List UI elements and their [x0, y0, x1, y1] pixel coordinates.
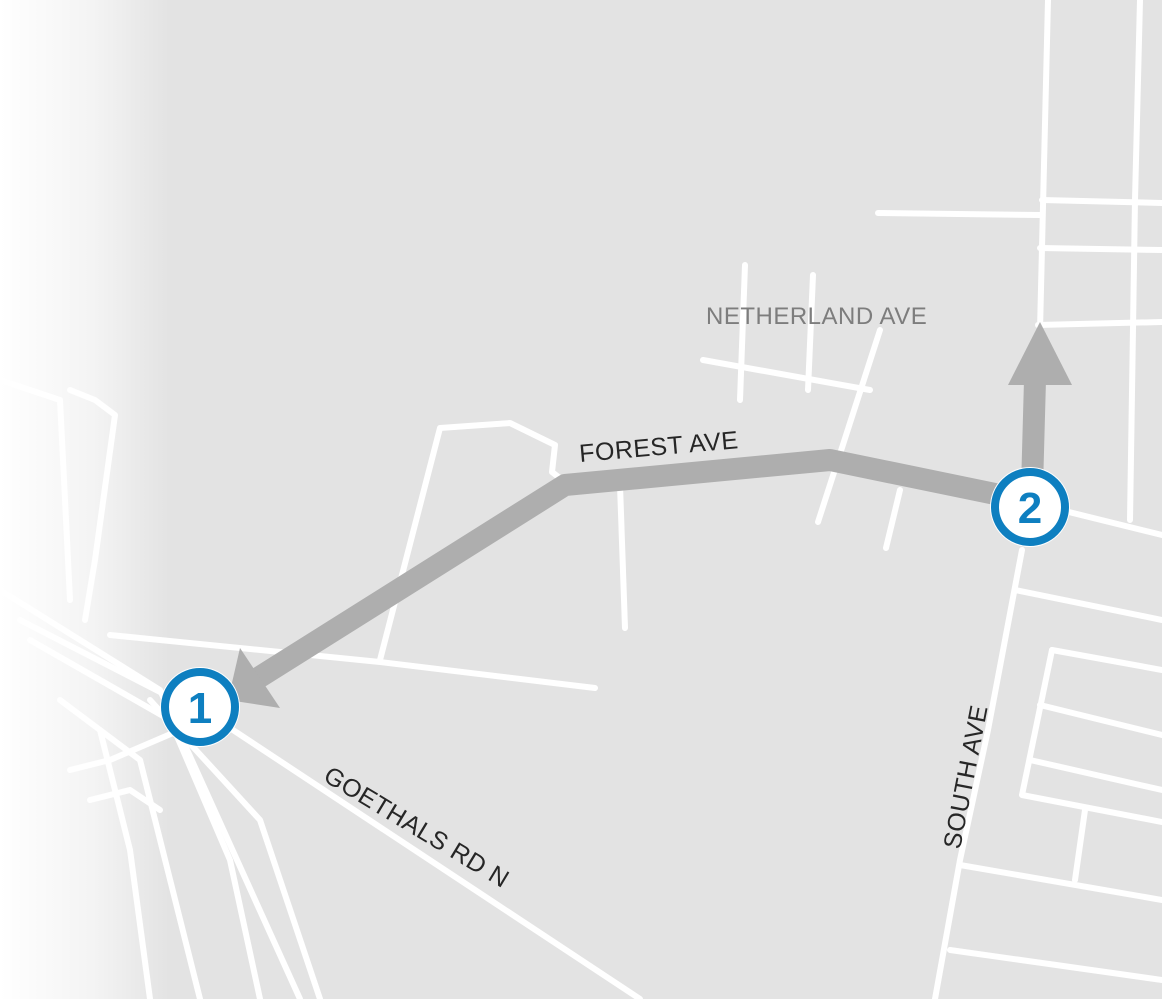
- road-grid-h2: [1039, 197, 1162, 206]
- road-grid-h4: [1035, 319, 1162, 328]
- marker-end[interactable]: 2: [990, 467, 1070, 547]
- road-diag-1: [700, 357, 873, 393]
- marker-start-circle: [161, 668, 239, 746]
- road-west-connector: [107, 632, 598, 691]
- road-short-v1: [737, 262, 748, 403]
- road-block-h6: [947, 947, 1162, 983]
- road-block-v2: [1072, 807, 1088, 883]
- road-grid-h3: [1037, 245, 1162, 253]
- route-end-arrowhead-icon: [1008, 322, 1072, 385]
- road-diag-2: [815, 327, 883, 525]
- road-grid-h1: [875, 210, 1043, 218]
- route-start-arrowhead-icon: [228, 648, 280, 708]
- road-block-h4: [1027, 757, 1162, 793]
- road-south-ave: [932, 547, 1025, 999]
- road-dead-end: [617, 482, 628, 631]
- marker-end-number: 2: [1018, 484, 1042, 533]
- marker-start-number: 1: [188, 684, 212, 733]
- road-block-h5: [957, 862, 1162, 903]
- marker-start[interactable]: 1: [160, 667, 240, 747]
- label-netherland-ave: NETHERLAND AVE: [706, 303, 927, 330]
- marker-end-circle: [991, 468, 1069, 546]
- left-fade-overlay: [0, 0, 170, 999]
- road-diag-3: [883, 487, 903, 551]
- road-short-v2: [805, 272, 816, 393]
- road-block-h3: [1037, 702, 1162, 738]
- road-block-h1: [1012, 587, 1162, 623]
- road-block-h2: [1049, 647, 1162, 673]
- road-block-v1: [1019, 647, 1162, 825]
- road-loop: [377, 420, 573, 663]
